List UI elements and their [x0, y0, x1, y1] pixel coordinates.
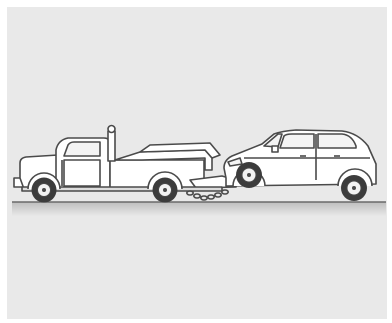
car-side-mirror	[272, 146, 278, 152]
tow-boom-mast	[108, 131, 115, 161]
tow-boom-light	[108, 126, 115, 133]
truck-rear-wheel	[153, 178, 178, 203]
car-front-wheel	[236, 162, 262, 188]
ground-shadow	[12, 202, 386, 216]
car-rear-wheel	[341, 175, 367, 201]
truck-cab-window	[64, 142, 100, 156]
truck-front-wheel	[32, 178, 57, 203]
car-front-side-window	[280, 134, 314, 148]
